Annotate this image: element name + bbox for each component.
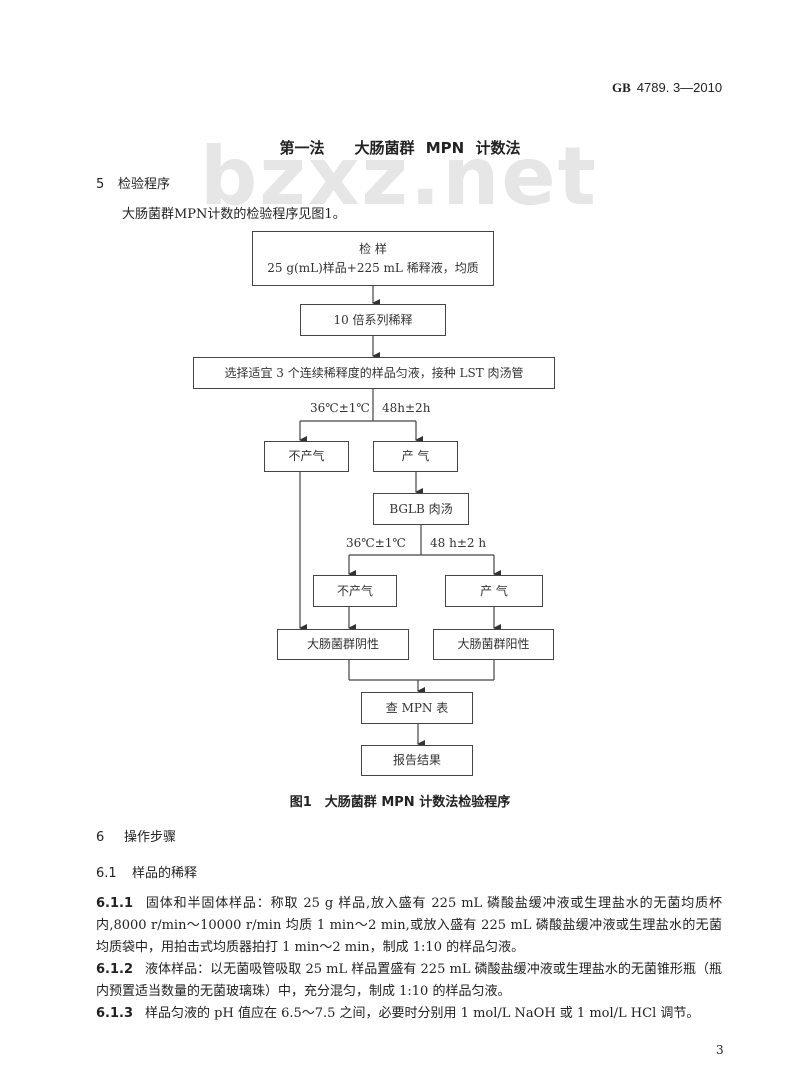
standard-code: GB 4789. 3—2010 [612, 80, 722, 96]
flow-box-sample-title: 检 样 [359, 241, 387, 256]
standard-number: 4789. 3—2010 [636, 80, 723, 95]
standard-prefix: GB [612, 80, 631, 95]
label-temperature-1: 36℃±1℃ [310, 401, 370, 415]
flow-box-check-mpn-table: 查 MPN 表 [361, 692, 473, 724]
label-time-1: 48h±2h [382, 401, 431, 415]
page-number: 3 [716, 1043, 724, 1057]
flow-box-no-gas-1: 不产气 [264, 441, 349, 472]
flow-box-sample: 检 样 25 g(mL)样品+225 mL 稀释液，均质 [252, 231, 494, 286]
flow-box-coliform-positive: 大肠菌群阳性 [433, 629, 554, 660]
flow-box-report-result: 报告结果 [361, 745, 473, 776]
flow-box-gas-1: 产 气 [373, 441, 458, 472]
page-title: 第一法 大肠菌群 MPN 计数法 [279, 139, 521, 157]
flow-box-gas-2: 产 气 [445, 575, 543, 607]
label-temperature-2: 36℃±1℃ [346, 536, 406, 550]
watermark: bzxz.net [200, 130, 598, 223]
section-5-intro: 大肠菌群MPN计数的检验程序见图1。 [122, 207, 346, 222]
flow-box-dilution: 10 倍系列稀释 [300, 304, 446, 336]
flow-box-no-gas-2: 不产气 [313, 575, 397, 607]
flow-box-coliform-negative: 大肠菌群阴性 [277, 629, 409, 660]
figure-caption: 图1 大肠菌群 MPN 计数法检验程序 [289, 795, 511, 810]
label-time-2: 48 h±2 h [430, 536, 487, 550]
flow-box-select-inoculate: 选择适宜 3 个连续稀释度的样品匀液，接种 LST 肉汤管 [193, 357, 555, 389]
flow-box-bglb: BGLB 肉汤 [373, 493, 469, 525]
flow-box-sample-detail: 25 g(mL)样品+225 mL 稀释液，均质 [267, 260, 479, 275]
flowchart-connectors [299, 286, 501, 748]
